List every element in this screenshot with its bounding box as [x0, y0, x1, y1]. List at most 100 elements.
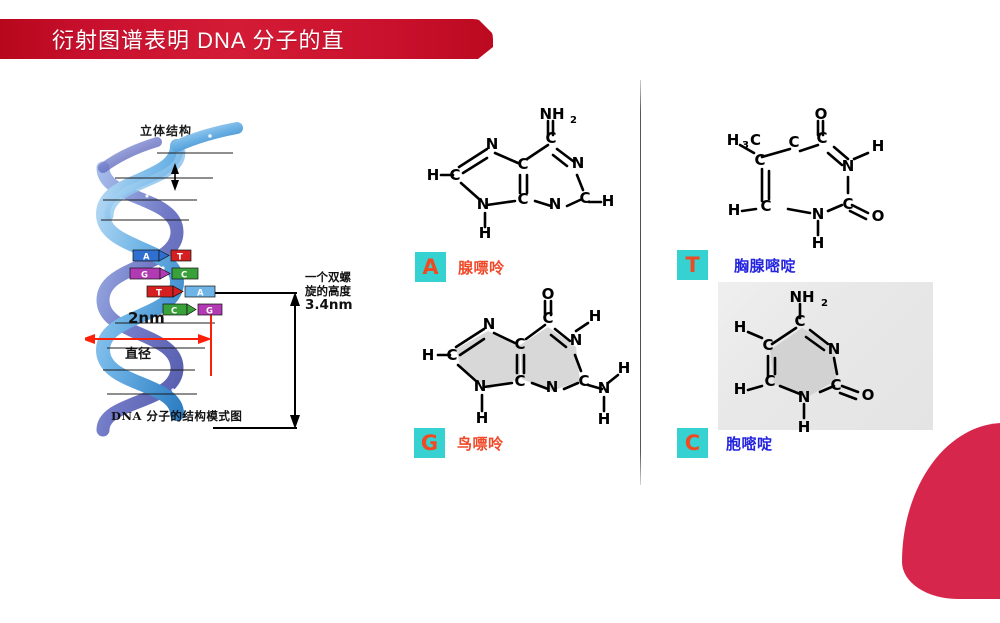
adenine-structure: N C C N C C N C N H H H NH 2	[427, 105, 615, 242]
dna-top-label: 立体结构	[140, 124, 193, 138]
svg-text:H: H	[734, 380, 747, 398]
cytosine-name-label: 胞嘧啶	[726, 434, 773, 453]
adenine-name-label: 腺嘌呤	[458, 258, 505, 277]
svg-text:H: H	[427, 166, 440, 184]
svg-text:C: C	[750, 131, 761, 149]
svg-text:H: H	[602, 192, 615, 210]
svg-text:C: C	[579, 189, 590, 207]
thymine-code-badge: T	[677, 250, 708, 280]
adenine-code-badge: A	[415, 252, 446, 282]
svg-text:H: H	[728, 201, 741, 219]
base-pair-3: T A	[146, 285, 216, 298]
svg-text:N: N	[477, 195, 490, 213]
column-divider	[640, 80, 641, 485]
svg-text:C: C	[816, 129, 827, 147]
svg-text:H: H	[812, 234, 825, 252]
svg-text:H: H	[422, 346, 435, 364]
svg-text:NH: NH	[789, 288, 814, 306]
diameter-value-label: 2nm	[128, 309, 165, 327]
svg-text:H: H	[872, 137, 885, 155]
svg-text:C: C	[578, 372, 589, 390]
guanine-structure: N C C N C C N C N N O H H H H H	[422, 285, 631, 428]
svg-text:H: H	[734, 318, 747, 336]
svg-text:N: N	[798, 388, 811, 406]
molecule-cytosine: C C N C N C O H H H NH 2 C 胞嘧啶	[677, 282, 933, 473]
guanine-code-badge: G	[414, 428, 445, 458]
svg-text:O: O	[872, 207, 885, 225]
molecule-guanine: N C C N C C N C N N O H H H H H G 鸟嘌呤	[412, 285, 637, 470]
svg-text:H: H	[479, 224, 492, 242]
dna-caption: DNA 分子的结构模式图	[111, 409, 243, 423]
svg-text:C: C	[794, 312, 805, 330]
svg-text:N: N	[549, 195, 562, 213]
svg-text:C: C	[514, 335, 525, 353]
svg-text:C: C	[542, 309, 553, 327]
svg-text:N: N	[570, 331, 583, 349]
slide-title-bar: 衍射图谱表明 DNA 分子的直	[0, 19, 493, 59]
svg-text:C: C	[545, 129, 556, 147]
svg-text:NH: NH	[539, 105, 564, 123]
cytosine-structure: C C N C N C O H H H NH 2	[734, 288, 875, 436]
svg-text:N: N	[572, 154, 585, 172]
svg-text:N: N	[598, 379, 611, 397]
svg-text:C: C	[762, 336, 773, 354]
dna-structure-diagram: 立体结构	[85, 108, 385, 438]
svg-text:C: C	[788, 133, 799, 151]
svg-text:H: H	[798, 418, 811, 436]
cytosine-badge-row: C 胞嘧啶	[677, 428, 773, 458]
svg-text:O: O	[815, 105, 828, 123]
base-pair-2: G C	[129, 267, 199, 280]
base-pair-1: A T	[132, 249, 192, 262]
svg-text:C: C	[514, 372, 525, 390]
svg-text:H: H	[598, 410, 611, 428]
svg-text:N: N	[483, 315, 496, 333]
svg-text:C: C	[517, 155, 528, 173]
page-title: 衍射图谱表明 DNA 分子的直	[52, 28, 345, 53]
svg-text:H: H	[589, 307, 602, 325]
svg-text:2: 2	[570, 115, 577, 126]
guanine-name-label: 鸟嘌呤	[457, 434, 504, 453]
svg-text:N: N	[812, 205, 825, 223]
svg-text:C: C	[171, 306, 177, 316]
svg-text:N: N	[828, 340, 841, 358]
base-pair-4: C G	[162, 303, 223, 316]
svg-text:C: C	[760, 197, 771, 215]
svg-text:O: O	[862, 386, 875, 404]
svg-text:H: H	[476, 409, 489, 427]
svg-text:C: C	[764, 372, 775, 390]
cytosine-code-badge: C	[677, 428, 708, 458]
svg-text:G: G	[141, 270, 148, 280]
diameter-text-label: 直径	[125, 347, 152, 362]
thymine-badge-row: T 胸腺嘧啶	[677, 250, 796, 280]
svg-text:C: C	[446, 346, 457, 364]
svg-text:C: C	[842, 195, 853, 213]
svg-text:C: C	[449, 166, 460, 184]
svg-text:N: N	[486, 135, 499, 153]
guanine-badge-row: G 鸟嘌呤	[414, 428, 504, 458]
thymine-name-label: 胸腺嘧啶	[734, 256, 797, 275]
svg-text:O: O	[542, 285, 555, 303]
svg-text:H: H	[618, 359, 631, 377]
helix-height-label: 一个双螺 旋的高度 3.4nm	[305, 270, 353, 313]
svg-text:C: C	[181, 270, 187, 280]
molecule-adenine: N C C N C C N C N H H H NH 2 A 腺嘌呤	[415, 105, 630, 285]
svg-text:N: N	[474, 377, 487, 395]
svg-text:A: A	[143, 252, 150, 262]
svg-text:C: C	[830, 376, 841, 394]
svg-text:3: 3	[742, 140, 749, 151]
svg-text:A: A	[197, 288, 204, 298]
svg-text:N: N	[842, 157, 855, 175]
dna-helix-illustration: A T G C T A	[85, 122, 300, 437]
svg-text:G: G	[206, 306, 213, 316]
svg-text:C: C	[517, 190, 528, 208]
svg-text:T: T	[156, 288, 162, 298]
svg-text:2: 2	[821, 298, 828, 309]
svg-text:N: N	[546, 378, 559, 396]
adenine-badge-row: A 腺嘌呤	[415, 252, 505, 282]
svg-text:T: T	[177, 252, 183, 262]
svg-text:H: H	[727, 131, 740, 149]
molecule-thymine: C C C N C N C O O H H H H 3 C T 胸腺嘧啶	[677, 105, 920, 285]
svg-text:C: C	[754, 151, 765, 169]
thymine-structure: C C C N C N C O O H H H H 3 C	[727, 105, 885, 252]
slide-root: 衍射图谱表明 DNA 分子的直 立体结构	[0, 19, 1000, 599]
